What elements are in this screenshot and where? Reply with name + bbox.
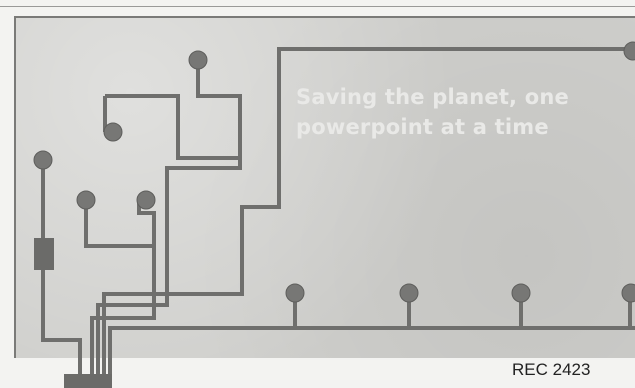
top-border-line	[0, 6, 635, 7]
node-pin-2-icon	[399, 283, 419, 303]
node-left-b-icon	[136, 190, 156, 210]
presentation-slide	[14, 16, 635, 358]
node-pin-3-icon	[511, 283, 531, 303]
node-pin-4-icon	[621, 283, 635, 303]
node-pin-1-icon	[285, 283, 305, 303]
trace-upper-loop	[96, 62, 242, 378]
slogan-line-1: Saving the planet, one	[296, 85, 569, 109]
cartoon-caption: REC 2423	[512, 360, 591, 379]
node-top-right-icon	[623, 41, 635, 61]
trace-bottom-bus	[108, 326, 635, 378]
node-upper-left-icon	[103, 122, 123, 142]
trace-mid-branch	[105, 94, 238, 160]
connector-block-icon	[64, 374, 112, 388]
node-top-icon	[188, 50, 208, 70]
trace-inner-loop	[90, 202, 156, 378]
slogan-line-2: powerpoint at a time	[296, 115, 549, 139]
node-far-left-icon	[33, 150, 53, 170]
node-left-a-icon	[76, 190, 96, 210]
slide-slogan: Saving the planet, one powerpoint at a t…	[296, 82, 626, 142]
trace-left-node-a	[84, 203, 154, 248]
trace-top-right	[102, 47, 633, 378]
component-block-icon	[34, 238, 54, 270]
